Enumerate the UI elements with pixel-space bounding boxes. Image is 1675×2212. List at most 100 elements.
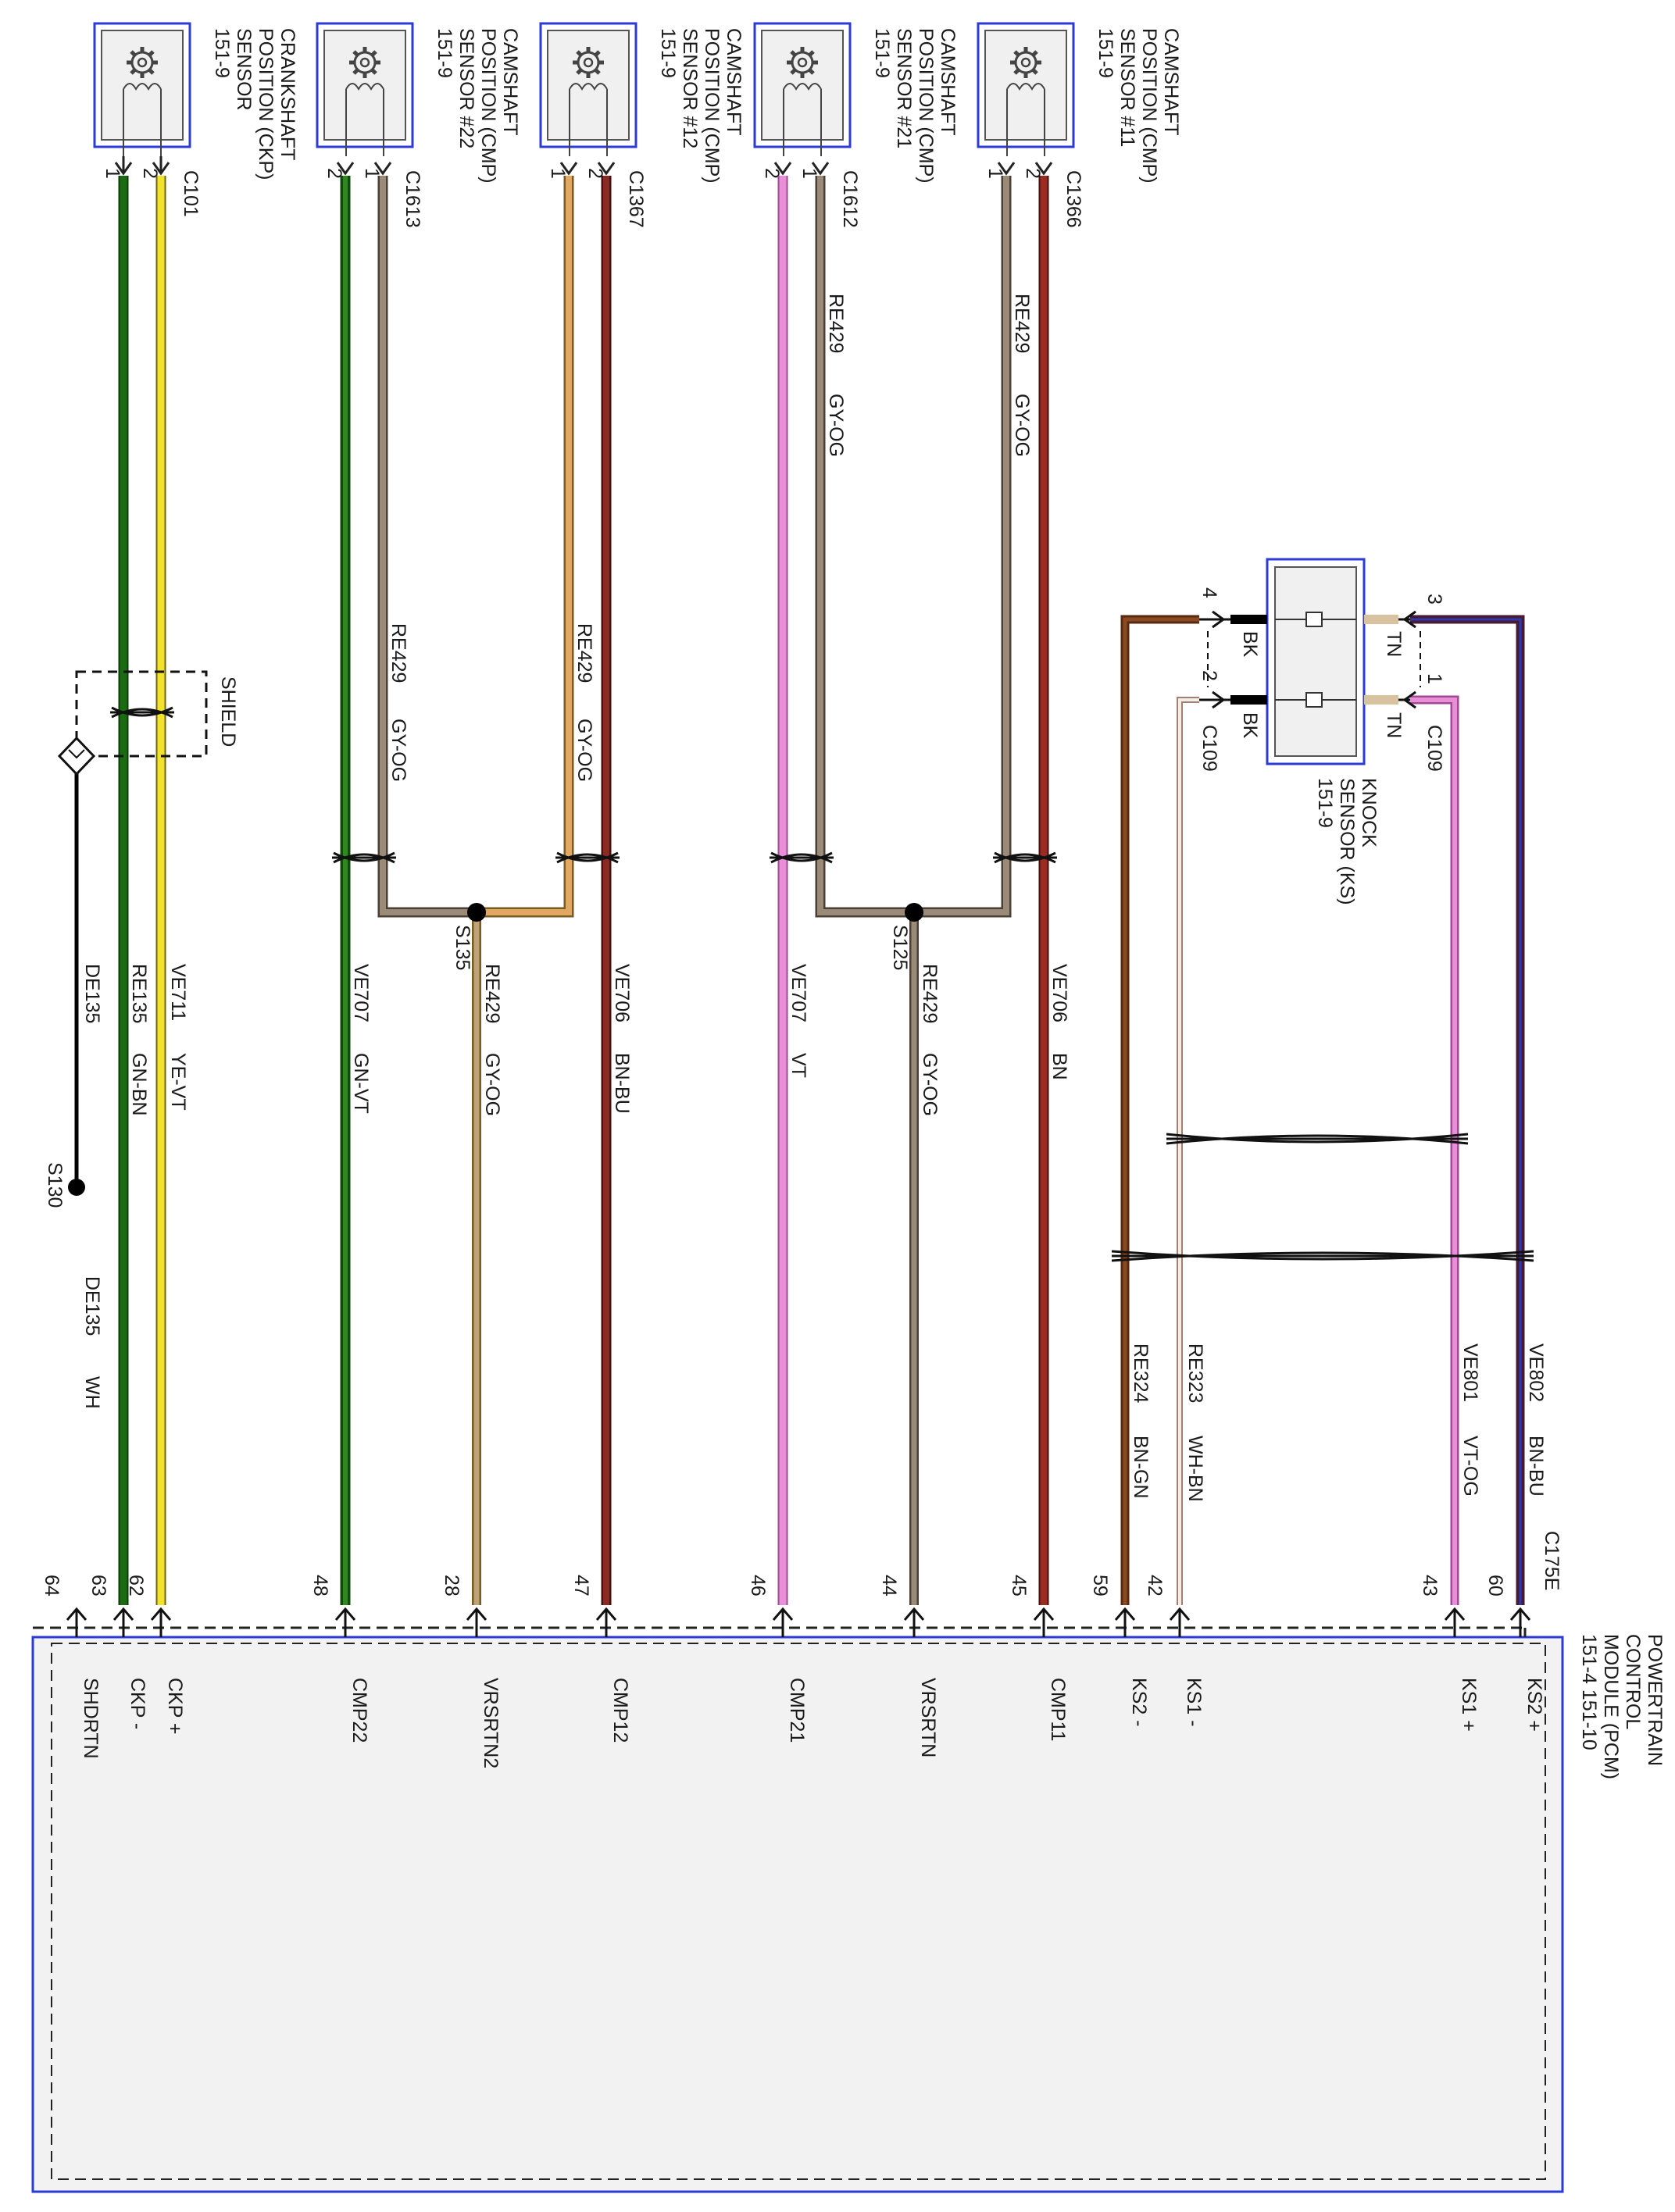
- pin-number: 59: [1089, 1575, 1111, 1597]
- twist-icon: [110, 706, 174, 719]
- twist-icon: [770, 851, 834, 864]
- sensor-ref: 151-9: [657, 28, 679, 78]
- pcm-module: POWERTRAIN CONTROL MODULE (PCM) 151-4 15…: [31, 1531, 1666, 2193]
- cmp11-sensor: [977, 22, 1075, 156]
- connector-label: C101: [180, 170, 202, 217]
- wire-circuit: DE135: [81, 1276, 103, 1336]
- connector-arrow-icon: [66, 1607, 88, 1637]
- wire-color: BN-BU: [1525, 1436, 1547, 1497]
- pin-function: VRSRTN2: [480, 1678, 502, 1768]
- wire-gy-og-22: [377, 176, 477, 918]
- connector-arrow-icon: [466, 1607, 488, 1637]
- sensor-name-line: SENSOR: [233, 28, 255, 111]
- pin-number: 2: [139, 168, 161, 179]
- sensor-ref: 151-9: [211, 28, 233, 78]
- pin-number: 2: [584, 168, 606, 179]
- connector-arrow-icon: [595, 1607, 617, 1637]
- wire-color: GY-OG: [919, 1053, 941, 1116]
- pin-number: 1: [1423, 673, 1445, 684]
- pin-number: 60: [1484, 1575, 1506, 1597]
- cmp11-label: CAMSHAFT POSITION (CMP) SENSOR #11 151-9: [1095, 28, 1182, 184]
- connector-arrow-icon: [1212, 610, 1226, 629]
- cmp12-label: CAMSHAFT POSITION (CMP) SENSOR #12 151-9: [657, 28, 745, 184]
- connector-label: C175E: [1541, 1531, 1562, 1590]
- connector-arrow-icon: [1212, 690, 1226, 709]
- wire-color: BN-GN: [1130, 1436, 1152, 1499]
- sensor-name-line: CRANKSHAFT: [277, 28, 298, 160]
- cmp12-sensor: [539, 22, 638, 156]
- lead-color: BK: [1239, 631, 1261, 658]
- connector-label: C109: [1423, 725, 1445, 772]
- pin-number: 1: [361, 168, 383, 179]
- wire-circuit: RE429: [388, 623, 409, 683]
- wire-circuit: RE429: [573, 623, 595, 683]
- pcm-pins: 64 63 62 48 28 47 46 44 45 59 42 43 60 S…: [41, 1575, 1545, 1768]
- pin-function: CMP11: [1047, 1678, 1069, 1742]
- twist-icon: [1111, 1250, 1534, 1262]
- connector-arrow-icon: [336, 162, 355, 176]
- pin-number: 44: [878, 1575, 900, 1597]
- sensor-ref: 151-9: [1314, 778, 1336, 828]
- wire-circuit: RE429: [825, 294, 847, 353]
- knock-sensor: 4 2 3 1 BK BK TN TN C109 C109 KNOCK SENS…: [1198, 558, 1445, 905]
- wire-color: BN: [1048, 1053, 1070, 1080]
- connector-arrow-icon: [1402, 610, 1416, 629]
- wire-circuit: RE135: [128, 964, 150, 1023]
- wire-circuit: RE429: [1011, 294, 1033, 353]
- splices: S130 S135 S125: [44, 903, 923, 1208]
- pin-number: 63: [88, 1575, 109, 1597]
- connector-arrow-icon: [773, 162, 792, 176]
- connector-arrow-icon: [1509, 1607, 1531, 1637]
- pin-number: 45: [1008, 1575, 1030, 1597]
- wire-color: BN-BU: [611, 1053, 633, 1114]
- shield: SHIELD: [57, 670, 239, 776]
- connector-arrow-icon: [811, 162, 830, 176]
- wire-vt-og: [1410, 695, 1459, 1605]
- lead-color: TN: [1383, 712, 1405, 738]
- wire-labels: VE711 YE-VT RE135 GN-BN DE135 DE135 WH V…: [81, 294, 1547, 1502]
- lead-color: TN: [1383, 631, 1405, 657]
- connector-arrow-icon: [334, 1607, 356, 1637]
- sensor-name-line: SENSOR #11: [1116, 28, 1138, 147]
- pin-number: 2: [1198, 670, 1220, 681]
- pin-number: 46: [747, 1575, 769, 1597]
- twist-icon: [555, 851, 620, 864]
- wire-gy-og-12-core: [477, 176, 572, 915]
- wire-circuit: RE323: [1184, 1343, 1206, 1403]
- sensor-ref: 151-9: [871, 28, 893, 78]
- connector-label: C1367: [625, 170, 647, 228]
- pin-number: 43: [1419, 1575, 1441, 1597]
- connector-arrow-icon: [559, 162, 578, 176]
- splice-label: S130: [44, 1162, 66, 1208]
- shield-label: SHIELD: [217, 676, 239, 747]
- connector-arrow-icon: [373, 162, 392, 176]
- connector-label: C1612: [839, 170, 861, 228]
- wire-circuit: VE707: [788, 964, 809, 1022]
- pin-number: 42: [1144, 1575, 1166, 1597]
- splice-dot-s135: [467, 903, 486, 922]
- pin-function: VRSRTN: [917, 1678, 939, 1757]
- wire-circuit: DE135: [81, 964, 103, 1023]
- connector-arrow-icon: [772, 1607, 794, 1637]
- cmp21-label: CAMSHAFT POSITION (CMP) SENSOR #21 151-9: [871, 28, 959, 184]
- pin-function: CKP +: [164, 1678, 186, 1735]
- sensor-name-line: POSITION (CMP): [701, 28, 723, 184]
- wire-circuit: RE429: [919, 964, 941, 1023]
- splice-dot-s125: [905, 903, 923, 922]
- wire-circuit: VE706: [1048, 964, 1070, 1022]
- pin-number: 47: [570, 1575, 592, 1597]
- connector-arrow-icon: [1114, 1607, 1136, 1637]
- pin-number: 1: [547, 168, 569, 179]
- wire-circuit: VE707: [350, 964, 372, 1022]
- wire-circuit: RE429: [481, 964, 503, 1023]
- wire-bn-gn-core: [1123, 617, 1199, 1605]
- wire-gy-og-22-core: [380, 176, 477, 915]
- connector-arrow-icon: [152, 156, 170, 176]
- sensor-name-line: POSITION (CKP): [255, 28, 277, 180]
- wire-color: GY-OG: [573, 719, 595, 782]
- wires: [74, 176, 1525, 1605]
- splice-label: S125: [889, 925, 911, 970]
- pin-number: 1: [102, 168, 123, 179]
- sensor-name-line: SENSOR (KS): [1336, 778, 1358, 905]
